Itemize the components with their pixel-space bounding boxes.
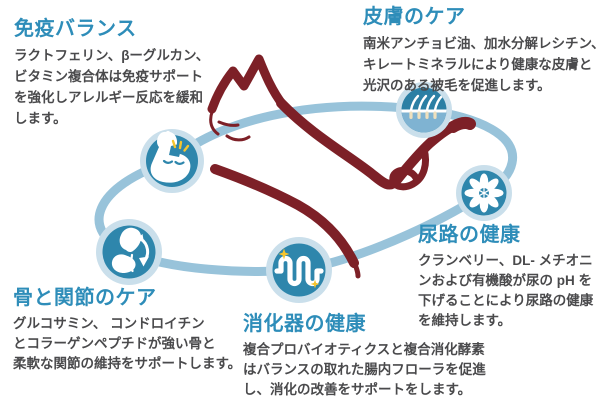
cat-face-sketch bbox=[209, 110, 251, 142]
digestive-body: 複合プロバイオティクスと複合消化酵素 はバランスの取れた腸内フローラを促進 し、… bbox=[243, 342, 486, 397]
digestive-heading: 消化器の健康 bbox=[243, 313, 366, 335]
section-skin: 皮膚のケア 南米アンチョビ油、加水分解レシチン、 キレートミネラルにより健康な皮… bbox=[363, 6, 600, 96]
bone-joint-heading: 骨と関節のケア bbox=[13, 287, 157, 309]
shin-bone-line bbox=[130, 253, 134, 273]
muscle-arm-glyph bbox=[150, 130, 191, 183]
bone-joint-icon bbox=[96, 219, 162, 285]
cat-belly-stroke-tip bbox=[349, 255, 361, 279]
intestine-sparkle-1 bbox=[278, 248, 290, 260]
cat-tail-tip bbox=[447, 117, 476, 133]
section-digestive: 消化器の健康 複合プロバイオティクスと複合消化酵素 はバランスの取れた腸内フロー… bbox=[243, 313, 486, 400]
flower-petals bbox=[464, 173, 504, 213]
hair-strands bbox=[409, 94, 444, 112]
muscle-definition-lines bbox=[162, 159, 185, 165]
intestine-sparkle-2 bbox=[310, 279, 320, 289]
motion-arrow-head-bottom bbox=[139, 256, 149, 267]
immune-heading: 免疫バランス bbox=[14, 18, 137, 40]
foot-bone-glyph bbox=[111, 254, 136, 274]
section-immune: 免疫バランス ラクトフェリン、βーグルカン、 ビタミン複合体は免疫サポート を強… bbox=[14, 18, 209, 129]
muscle-arm-icon bbox=[140, 129, 204, 193]
flower-icon bbox=[456, 165, 512, 221]
immune-body: ラクトフェリン、βーグルカン、 ビタミン複合体は免疫サポート を強化しアレルギー… bbox=[14, 48, 210, 126]
section-urinary: 尿路の健康 クランベリー、DL- メチオニ ンおよび有機酸が尿の pH を 下げ… bbox=[418, 224, 593, 331]
motion-arrow-head-top bbox=[136, 234, 144, 243]
skin-surface-line bbox=[401, 109, 447, 113]
upper-bone-glyph bbox=[119, 227, 142, 253]
intestine-icon bbox=[266, 237, 332, 303]
flower-center-asterisk bbox=[479, 187, 489, 199]
cat-silhouette bbox=[207, 54, 476, 279]
cat-hind-leg bbox=[389, 145, 430, 191]
muscle-sparkle-lines bbox=[171, 139, 190, 152]
cat-belly-stroke bbox=[210, 164, 359, 268]
hair-roots bbox=[409, 111, 437, 119]
skin-body: 南米アンチョビ油、加水分解レシチン、 キレートミネラルにより健康な皮膚と 光沢の… bbox=[363, 36, 600, 93]
skin-heading: 皮膚のケア bbox=[363, 6, 466, 28]
bone-joint-body: グルコサミン、 コンドロイチン とコラーゲンペプチドが強い骨と 柔軟な関節の維持… bbox=[13, 316, 242, 371]
urinary-heading: 尿路の健康 bbox=[418, 224, 521, 246]
hair-follicle-icon bbox=[396, 82, 452, 138]
urinary-body: クランベリー、DL- メチオニ ンおよび有機酸が尿の pH を 下げることにより… bbox=[418, 253, 594, 328]
section-bone-joint: 骨と関節のケア グルコサミン、 コンドロイチン とコラーゲンペプチドが強い骨と … bbox=[13, 287, 241, 374]
cat-head-ears bbox=[207, 54, 288, 114]
intestine-glyph bbox=[274, 255, 324, 287]
